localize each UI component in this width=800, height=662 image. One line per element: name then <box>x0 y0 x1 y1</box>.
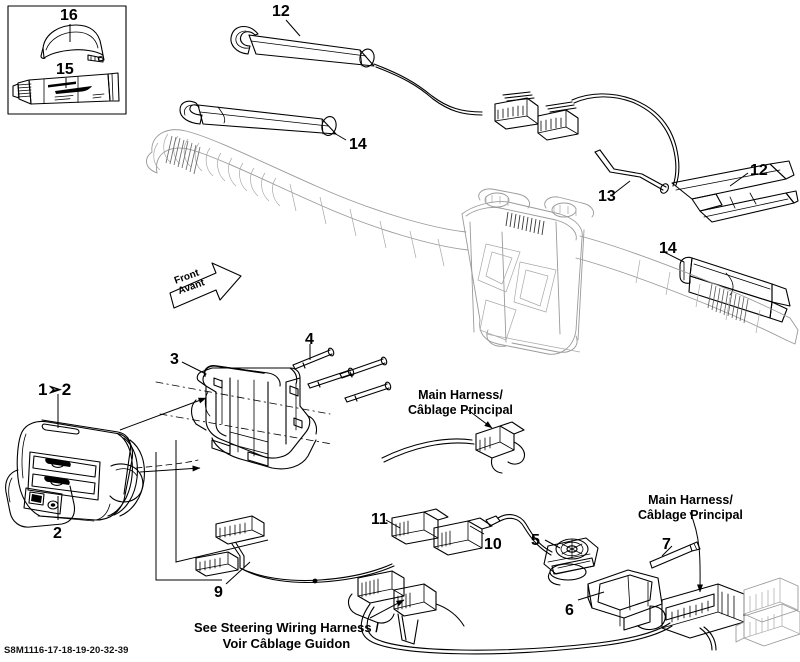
callout-11: 11 <box>371 511 388 528</box>
callout-2: 2 <box>53 525 62 542</box>
main-harness-label-upper: Main Harness/ Câblage Principal <box>408 388 513 417</box>
leader-10 <box>469 525 485 535</box>
callout-12-right: 12 <box>750 162 768 179</box>
callout-5: 5 <box>531 532 540 549</box>
callout-15: 15 <box>56 61 74 78</box>
heated-grip-right-art <box>671 160 799 223</box>
connector-10-art <box>433 515 501 556</box>
connector-9-art <box>195 515 395 584</box>
protective-cover-art <box>40 24 105 63</box>
round-switch-art <box>543 537 599 586</box>
lower-right-connector <box>661 577 800 651</box>
callout-9: 9 <box>214 584 223 601</box>
leader-5 <box>544 539 561 549</box>
module-pad-art <box>587 569 666 631</box>
connector-pair-top <box>494 91 579 141</box>
leader-14b <box>663 251 685 263</box>
steering-wiring-harness-note: See Steering Wiring Harness / Voir Câbla… <box>194 620 379 651</box>
grip-right-art <box>679 256 791 323</box>
handlebar-phantom <box>146 129 594 355</box>
leader-12a <box>285 19 301 37</box>
leader-9 <box>225 561 251 585</box>
main-harness-label-lower: Main Harness/ Câblage Principal <box>638 493 743 522</box>
steering-harness-connectors <box>347 570 465 645</box>
grease-tube-art <box>12 72 120 105</box>
screw-pin-art <box>649 541 701 569</box>
leader-main-harness-upper <box>467 409 493 429</box>
leader-9-rail <box>155 452 222 581</box>
callout-13: 13 <box>598 188 616 205</box>
leader-11 <box>385 519 401 529</box>
cable-right <box>571 93 680 186</box>
leader-6 <box>577 591 605 601</box>
callout-7: 7 <box>662 536 671 553</box>
screws-art <box>292 347 392 403</box>
hose-tube-art <box>594 149 670 194</box>
leader-steering-note <box>369 599 405 619</box>
leader-3 <box>181 361 207 375</box>
callout-16: 16 <box>60 7 78 24</box>
callout-3: 3 <box>170 351 179 368</box>
leader-14a <box>333 132 347 141</box>
front-avant-arrow-art <box>169 262 242 309</box>
callout-1-to-2: 1➢2 <box>38 380 72 399</box>
switch-housing-art <box>5 419 145 528</box>
callout-14-left: 14 <box>349 136 367 153</box>
leader-12b <box>729 172 749 187</box>
callout-14-right: 14 <box>659 240 677 257</box>
grip-left-art <box>179 100 337 136</box>
leader-7 <box>661 545 673 557</box>
callout-12-left: 12 <box>272 3 290 20</box>
inset-detail-box <box>7 5 127 115</box>
leader-rail-2 <box>175 440 269 563</box>
leader-main-harness-lower <box>689 511 704 593</box>
callout-6: 6 <box>565 602 574 619</box>
callout-4: 4 <box>305 331 314 348</box>
handlebar-phantom-right <box>575 235 799 345</box>
main-harness-upper-connector <box>381 421 526 474</box>
page-code: S8M1116-17-18-19-20-32-39 <box>4 645 129 656</box>
switch-support-bracket-art <box>155 365 333 470</box>
callout-10: 10 <box>484 536 502 553</box>
heated-grip-left-art <box>230 25 483 116</box>
leader-13 <box>611 180 631 196</box>
